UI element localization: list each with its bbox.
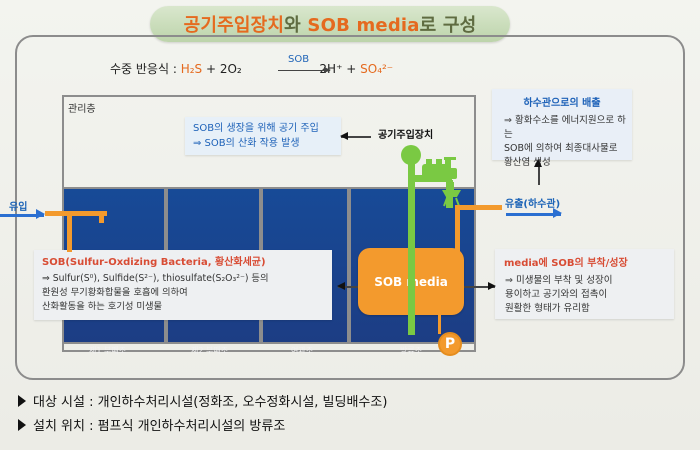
- triangle-bullet-icon: [18, 395, 26, 407]
- tank-3-label: 여과조: [291, 346, 314, 355]
- reaction-formula: 수중 반응식 : H₂S + 2O₂ 2H⁺ + SO₄²⁻: [110, 60, 393, 77]
- title-part4: 로 구성: [419, 15, 477, 36]
- attachment-line2: 용이하고 공기와의 접촉이: [505, 289, 608, 300]
- sob-definition-callout: SOB(Sulfur-Oxdizing Bacteria, 황산화세균) ⇒ S…: [34, 250, 332, 320]
- title-part1: 공기주입장치: [183, 15, 285, 36]
- inflow-arrow: [0, 209, 45, 219]
- bottom-text-2: 설치 위치 : 펌프식 개인하수처리시설의 방류조: [33, 419, 286, 434]
- reaction-arrow: [278, 67, 331, 73]
- discharge-body: ⇒ 황화수소를 에너지원으로 하는 SOB에 의하여 최종대사물로 황산염 생성: [504, 114, 626, 170]
- reaction-sob-label: SOB: [288, 54, 310, 65]
- discharge-up-arrow: [534, 159, 542, 185]
- title-part3: SOB media: [307, 15, 420, 36]
- inflow-pipe: [45, 211, 107, 252]
- discharge-callout: 하수관으로의 배출 ⇒ 황화수소를 에너지원으로 하는 SOB에 의하여 최종대…: [492, 89, 632, 168]
- air-supply-line2: ⇒ SOB의 산화 작용 발생: [193, 138, 300, 149]
- outflow-label: 유출(하수관): [505, 199, 561, 210]
- discharge-line2: SOB에 의하여 최종대사물로: [504, 143, 618, 154]
- air-supply-callout: SOB의 생장을 위해 공기 주입 ⇒ SOB의 산화 작용 발생: [185, 117, 341, 155]
- sob-definition-line1: ⇒ Sulfur(S⁰), Sulfide(S²⁻), thiosulfate(…: [42, 273, 269, 284]
- attachment-line1: ⇒ 미생물의 부착 및 성장이: [505, 275, 613, 286]
- management-label: 관리층: [68, 104, 96, 115]
- sob-definition-line2: 환원성 무기황화합물을 호흡에 의하여: [42, 287, 188, 298]
- bottom-text-1: 대상 시설 : 개인하수처리시설(정화조, 오수정화시설, 빌딩배수조): [33, 395, 388, 410]
- air-supply-line1: SOB의 생장을 위해 공기 주입: [193, 123, 319, 134]
- outflow-arrow: [506, 208, 562, 218]
- outflow-pipe: [455, 205, 502, 253]
- discharge-line3: 황산염 생성: [504, 157, 551, 168]
- diffuser-icon: [442, 190, 461, 207]
- air-pipe-top: [401, 145, 421, 165]
- tank-4-label: 방류조: [400, 346, 423, 355]
- sob-definition-body: ⇒ Sulfur(S⁰), Sulfide(S²⁻), thiosulfate(…: [42, 272, 326, 314]
- discharge-line1: ⇒ 황화수소를 에너지원으로 하는: [504, 115, 626, 140]
- reaction-product2: SO₄²⁻: [360, 62, 394, 76]
- air-device-label: 공기주입장치: [378, 130, 434, 141]
- right-callout-arrow: [464, 282, 496, 290]
- pump-pipe: [438, 312, 441, 334]
- sob-definition-title: SOB(Sulfur-Oxdizing Bacteria, 황산화세균): [42, 257, 266, 268]
- attachment-callout: media에 SOB의 부착/성장 ⇒ 미생물의 부착 및 성장이 용이하고 공…: [495, 249, 674, 319]
- tank-2-label: 제2 부패조: [191, 346, 229, 355]
- air-callout-arrow: [340, 132, 371, 140]
- discharge-title: 하수관으로의 배출: [523, 98, 601, 109]
- attachment-line3: 원활한 형태가 유리함: [505, 303, 590, 314]
- air-device-icon: [422, 157, 457, 190]
- page-title: 공기주입장치와 SOB media로 구성: [184, 11, 477, 37]
- attachment-title: media에 SOB의 부착/성장: [504, 258, 628, 269]
- reaction-plus2: +: [346, 62, 357, 76]
- tank-1-label: 제1 부패조: [89, 346, 127, 355]
- left-callout-arrow: [337, 282, 358, 290]
- title-part2: 와: [284, 15, 308, 36]
- air-pipe-vertical: [408, 155, 415, 335]
- attachment-body: ⇒ 미생물의 부착 및 성장이 용이하고 공기와의 접촉이 원활한 형태가 유리…: [505, 274, 665, 316]
- bottom-line-1: 대상 시설 : 개인하수처리시설(정화조, 오수정화시설, 빌딩배수조): [18, 391, 387, 415]
- inflow-label: 유입: [9, 202, 28, 213]
- reaction-prefix: 수중 반응식 :: [110, 62, 177, 76]
- triangle-bullet-icon: [18, 419, 26, 431]
- bottom-line-2: 설치 위치 : 펌프식 개인하수처리시설의 방류조: [18, 415, 387, 439]
- pump-icon: P: [438, 332, 462, 356]
- sob-definition-line3: 산화활동을 하는 호기성 미생물: [42, 301, 163, 312]
- reaction-h2s: H₂S: [180, 62, 203, 76]
- outer-frame: [15, 35, 685, 380]
- reaction-plus1: + 2O₂: [205, 62, 242, 76]
- bottom-notes: 대상 시설 : 개인하수처리시설(정화조, 오수정화시설, 빌딩배수조) 설치 …: [18, 391, 387, 439]
